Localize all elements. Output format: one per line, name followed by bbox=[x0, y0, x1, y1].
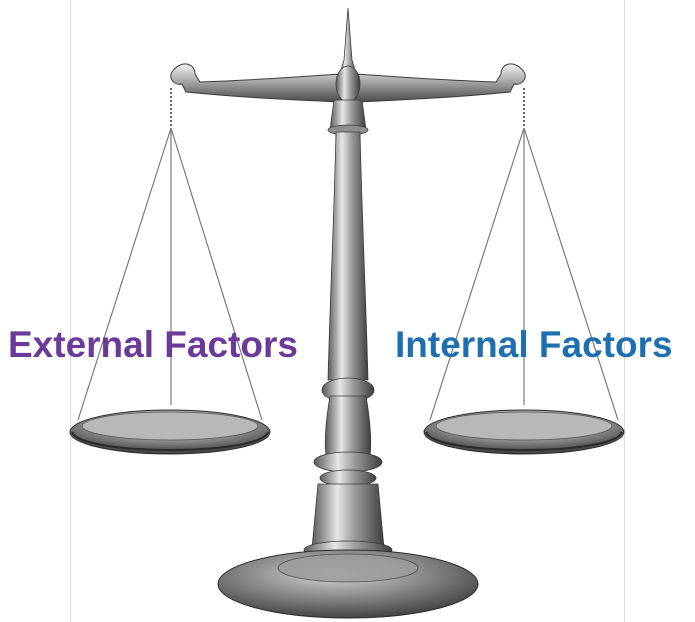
left-pan-strings bbox=[77, 127, 263, 421]
internal-factors-label: Internal Factors bbox=[395, 324, 673, 365]
right-pan-strings bbox=[429, 127, 619, 421]
external-factors-label: External Factors bbox=[8, 324, 298, 365]
left-pan bbox=[69, 409, 271, 455]
right-pan bbox=[423, 409, 625, 455]
frame-line-left bbox=[70, 0, 71, 622]
column bbox=[327, 131, 369, 381]
frame-line-right bbox=[624, 0, 625, 622]
chains bbox=[170, 88, 525, 128]
